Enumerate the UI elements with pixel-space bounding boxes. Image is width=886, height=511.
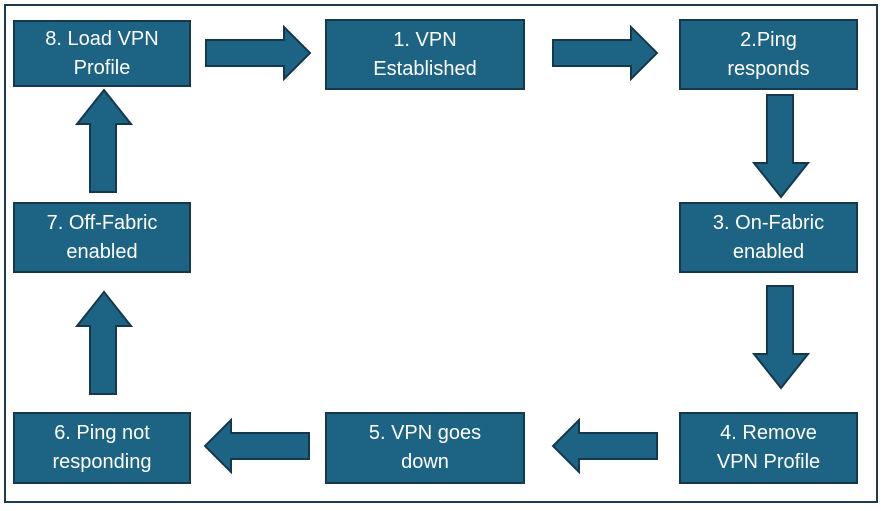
arrow-left-4-to-5 (551, 418, 658, 474)
step-1-vpn-established: 1. VPN Established (325, 19, 525, 90)
step-3-on-fabric-enabled: 3. On-Fabric enabled (679, 202, 858, 273)
step-1-label: 1. VPN Established (373, 28, 477, 80)
arrow-left-5-to-6 (203, 418, 310, 474)
step-4-remove-vpn-profile: 4. Remove VPN Profile (679, 412, 858, 484)
step-6-label: 6. Ping not responding (52, 422, 152, 473)
arrow-up-7-to-8 (75, 88, 133, 193)
arrow-right-8-to-1 (205, 25, 312, 81)
step-8-label: 8. Load VPN Profile (45, 27, 159, 79)
step-3-label: 3. On-Fabric enabled (712, 211, 825, 263)
step-6-ping-not-responding: 6. Ping not responding (13, 412, 191, 484)
step-7-label: 7. Off-Fabric enabled (46, 211, 158, 263)
arrow-down-3-to-4 (752, 285, 810, 390)
arrow-down-2-to-3 (752, 94, 810, 199)
step-5-vpn-goes-down: 5. VPN goes down (325, 412, 525, 484)
step-7-off-fabric-enabled: 7. Off-Fabric enabled (13, 202, 191, 273)
step-5-label: 5. VPN goes down (368, 422, 482, 473)
step-4-label: 4. Remove VPN Profile (716, 422, 821, 473)
step-8-load-vpn-profile: 8. Load VPN Profile (13, 20, 191, 87)
arrow-right-1-to-2 (552, 25, 659, 81)
step-2-label: 2.Ping responds (727, 28, 810, 80)
step-2-ping-responds: 2.Ping responds (679, 19, 858, 90)
arrow-up-6-to-7 (75, 290, 133, 395)
